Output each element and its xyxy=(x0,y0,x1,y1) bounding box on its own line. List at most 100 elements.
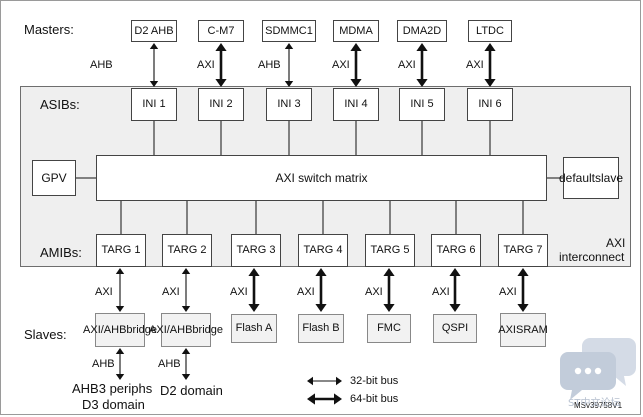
bus-label-axi: AXI xyxy=(466,59,484,71)
bus-label-axi: AXI xyxy=(332,59,350,71)
bus-label-ahb: AHB xyxy=(158,358,181,370)
bus-label-axi: AXI xyxy=(230,286,248,298)
slave-bus-arrow-head-up xyxy=(517,268,529,276)
legend-32bit-arrow-head-left xyxy=(307,376,313,386)
interconnect-label-axi: AXI xyxy=(606,236,626,250)
amibs-label: AMIBs: xyxy=(40,245,82,260)
slave-bus-arrow-head-down xyxy=(383,304,395,312)
bus-label-axi: AXI xyxy=(95,286,113,298)
d3-domain-label: D3 domain xyxy=(82,397,145,412)
amib-targ6: TARG 6 xyxy=(431,234,481,267)
slave-line: AXI xyxy=(498,323,516,336)
slave-bus-arrow-head-down xyxy=(449,304,461,312)
master-bus-arrow-head-up xyxy=(215,43,227,51)
master-sdmmc1: SDMMC1 xyxy=(262,20,316,42)
slaves-label: Slaves: xyxy=(24,327,67,342)
slave-flash-b: Flash B xyxy=(298,314,344,343)
slave-line: SRAM xyxy=(515,323,548,336)
slave-bus-arrow-head-up xyxy=(315,268,327,276)
slave-bus-arrow-head-up xyxy=(449,268,461,276)
master-dma2d: DMA2D xyxy=(397,20,447,42)
slave-bus-arrow-head-down xyxy=(181,306,191,312)
slave-bus-arrow-head-up xyxy=(115,268,125,274)
slave-bus-arrow-head-up xyxy=(248,268,260,276)
d2-domain-label: D2 domain xyxy=(160,383,223,398)
default-slave-block: default slave xyxy=(559,157,623,199)
slave-bus-arrow-head-down xyxy=(248,304,260,312)
legend-64bit-label: 64-bit bus xyxy=(350,393,399,405)
axi-switch-matrix: AXI switch matrix xyxy=(96,155,547,201)
legend-64bit-arrow-head-left xyxy=(307,393,315,405)
asibs-label: ASIBs: xyxy=(40,97,80,112)
master-bus-arrow-head-up xyxy=(350,43,362,51)
bus-label-axi: AXI xyxy=(197,59,215,71)
master-bus-arrow-head-down xyxy=(416,79,428,87)
master-bus-arrow-head-down xyxy=(215,79,227,87)
ahb3-periphs-label: AHB3 periphs xyxy=(72,381,153,396)
figure-id: MSv39758V1 xyxy=(574,401,623,410)
default-slave-line1: default xyxy=(558,170,596,185)
master-bus-arrow-head-down xyxy=(484,79,496,87)
asib-ini2: INI 2 xyxy=(198,88,244,121)
master-bus-arrow-head-up xyxy=(149,43,159,49)
asib-ini4: INI 4 xyxy=(333,88,379,121)
amib-targ7: TARG 7 xyxy=(498,234,548,267)
bus-label-axi: AXI xyxy=(499,286,517,298)
slave-axi-ahb-bridge-2: AXI/AHB bridge xyxy=(149,313,223,347)
bus-label-axi: AXI xyxy=(432,286,450,298)
slave-axi-sram: AXI SRAM xyxy=(498,313,548,347)
bus-label-axi: AXI xyxy=(365,286,383,298)
slave-axi-ahb-bridge-1: AXI/AHB bridge xyxy=(83,313,157,347)
slave-line: bridge xyxy=(192,323,223,336)
bus-label-ahb: AHB xyxy=(258,59,281,71)
asib-ini6: INI 6 xyxy=(467,88,513,121)
slave-bus-arrow-head-up xyxy=(383,268,395,276)
amib-targ5: TARG 5 xyxy=(365,234,415,267)
bus-label-ahb: AHB xyxy=(92,358,115,370)
slave-flash-a: Flash A xyxy=(231,314,277,343)
bus-label-ahb: AHB xyxy=(90,59,113,71)
slave-bus-arrow-head-up xyxy=(181,268,191,274)
amib-targ1: TARG 1 xyxy=(96,234,146,267)
watermark-text: ST中文论坛 xyxy=(568,396,620,409)
master-d2-ahb: D2 AHB xyxy=(131,20,177,42)
asib-ini5: INI 5 xyxy=(399,88,445,121)
master-ltdc: LTDC xyxy=(468,20,512,42)
bridge-ahb-arrow-head-down xyxy=(115,374,125,380)
master-bus-arrow-head-up xyxy=(416,43,428,51)
amib-targ4: TARG 4 xyxy=(298,234,348,267)
amib-targ2: TARG 2 xyxy=(162,234,212,267)
slave-bus-arrow-head-down xyxy=(115,306,125,312)
bridge-ahb-arrow-head-up xyxy=(181,348,191,354)
legend-32bit-label: 32-bit bus xyxy=(350,375,399,387)
bus-label-axi: AXI xyxy=(297,286,315,298)
master-mdma: MDMA xyxy=(333,20,379,42)
asib-ini1: INI 1 xyxy=(131,88,177,121)
master-bus-arrow-head-up xyxy=(484,43,496,51)
asib-ini3: INI 3 xyxy=(266,88,312,121)
bridge-ahb-arrow-head-down xyxy=(181,374,191,380)
slave-qspi: QSPI xyxy=(433,314,477,343)
amib-targ3: TARG 3 xyxy=(231,234,281,267)
slave-bus-arrow-head-down xyxy=(315,304,327,312)
gpv-block: GPV xyxy=(32,160,76,196)
slave-line: bridge xyxy=(126,323,157,336)
forum-watermark-icon: ST中文论坛 xyxy=(560,338,636,409)
master-cm7: C-M7 xyxy=(198,20,244,42)
default-slave-line2: slave xyxy=(595,170,624,185)
slave-bus-arrow-head-down xyxy=(517,304,529,312)
master-bus-arrow-head-down xyxy=(149,81,159,87)
master-bus-arrow-head-up xyxy=(284,43,294,49)
bus-label-axi: AXI xyxy=(398,59,416,71)
master-bus-arrow-head-down xyxy=(350,79,362,87)
bus-label-axi: AXI xyxy=(162,286,180,298)
legend-64bit-arrow-head-right xyxy=(334,393,342,405)
interconnect-label-text: interconnect xyxy=(559,250,625,264)
masters-label: Masters: xyxy=(24,22,74,37)
slave-fmc: FMC xyxy=(367,314,411,343)
slave-line: AXI/AHB xyxy=(83,323,127,336)
bridge-ahb-arrow-head-up xyxy=(115,348,125,354)
slave-line: AXI/AHB xyxy=(149,323,193,336)
